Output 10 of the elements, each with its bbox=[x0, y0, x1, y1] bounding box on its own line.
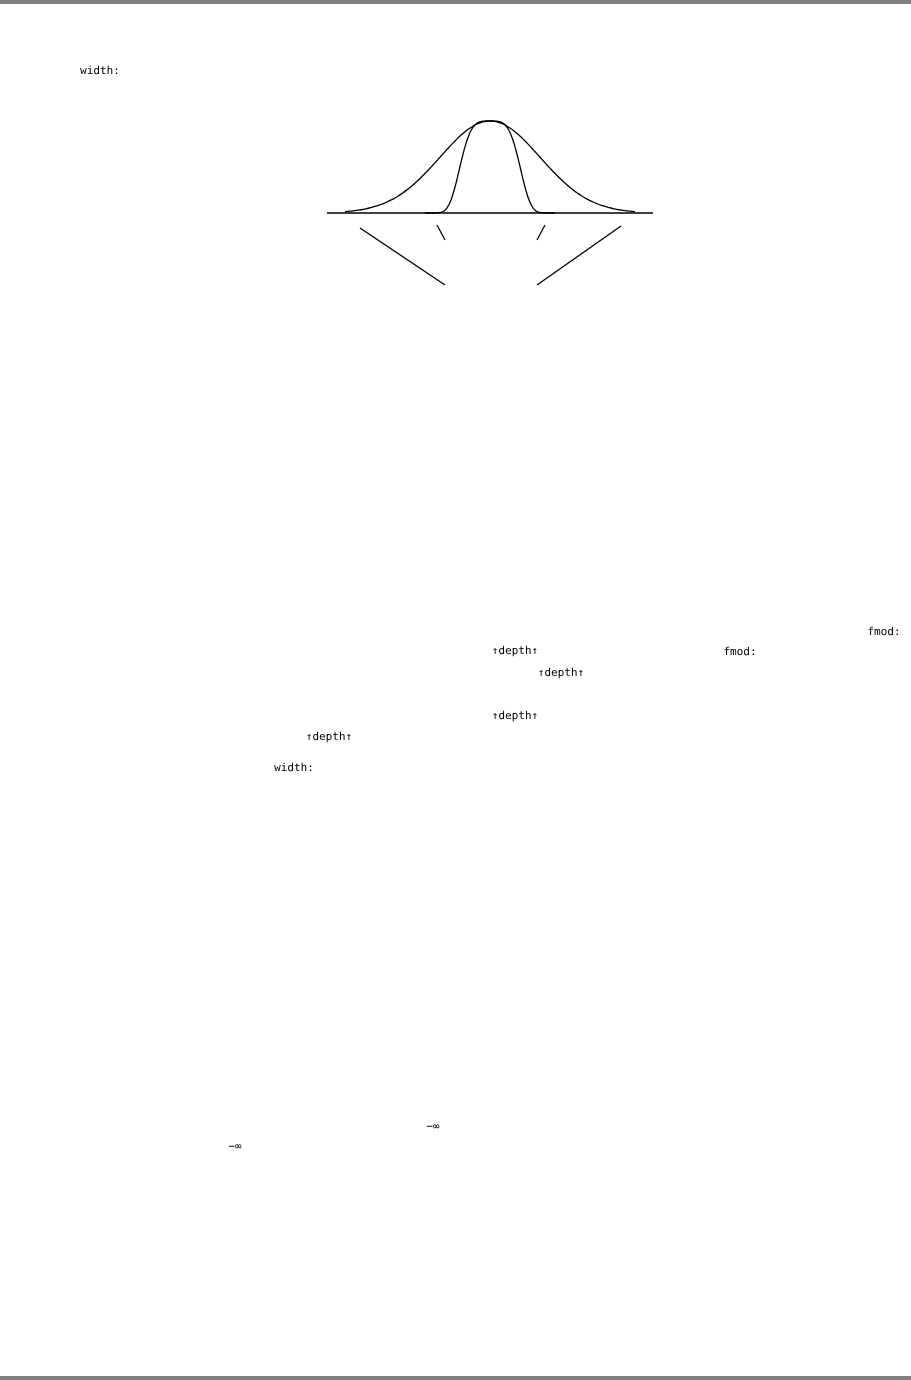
label-text: width: bbox=[274, 762, 312, 772]
label-text: ↑depth↑ bbox=[493, 710, 537, 722]
label-text: −∞ bbox=[426, 1124, 440, 1129]
label-text: ↑depth↑ bbox=[307, 731, 351, 743]
label-text: ↑depth↑ bbox=[493, 645, 537, 657]
label-text: ↑depth↑ bbox=[539, 667, 583, 679]
label-text: fmod: bbox=[868, 626, 898, 636]
label-text: width: bbox=[80, 65, 118, 75]
label-text: −∞ bbox=[228, 1144, 242, 1149]
label-text: fmod: bbox=[724, 646, 754, 656]
